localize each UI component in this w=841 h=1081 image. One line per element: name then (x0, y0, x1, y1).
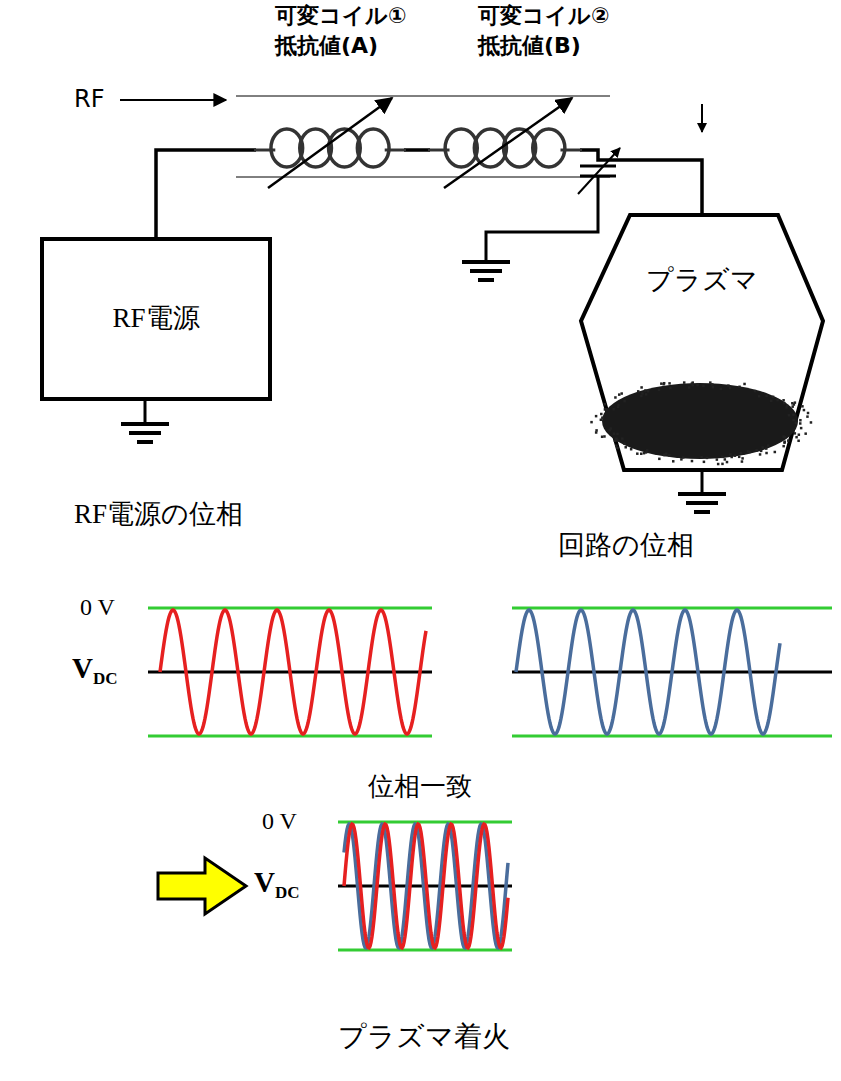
ground-symbol (678, 494, 726, 512)
coil-winding (357, 129, 389, 167)
waveforms (160, 610, 780, 948)
axis-label: V (254, 867, 275, 899)
shield-line (236, 96, 610, 97)
graph-title: 回路の位相 (558, 530, 694, 560)
axis-label: 0 V (80, 594, 115, 620)
coil-winding (533, 129, 565, 167)
chamber-outline (578, 213, 826, 472)
sine-wave (344, 824, 508, 948)
axis-subscript: DC (93, 670, 118, 689)
coil-winding (329, 129, 361, 167)
graph-title: RF電源の位相 (74, 500, 243, 530)
axis-label: V (72, 653, 93, 685)
flow-arrow (701, 104, 703, 132)
coil-winding (271, 129, 303, 167)
axis-label: 0 V (262, 808, 297, 834)
ground-symbol (462, 262, 510, 280)
ground-lead (701, 470, 704, 494)
variable-coil (428, 129, 582, 167)
powder-pile (602, 383, 798, 459)
rf-wire (156, 150, 702, 237)
ground-lead (144, 400, 147, 424)
variable-arrow (444, 98, 572, 188)
capacitor-plate (580, 165, 616, 168)
power-supply-box: RF電源 (40, 237, 272, 401)
part-name: 可変コイル② (478, 4, 610, 28)
capacitor-lead (486, 176, 598, 262)
part-name: 可変コイル① (275, 4, 407, 28)
rf-arrow (120, 99, 226, 101)
ground-symbol (121, 424, 169, 442)
axis-subscript: DC (275, 884, 300, 903)
shield-line (236, 177, 610, 178)
graph-title: 位相一致 (368, 772, 472, 801)
result-arrow (158, 858, 246, 914)
variable-coil (254, 129, 406, 167)
sine-wave (344, 824, 508, 948)
coil-winding (445, 129, 477, 167)
sine-wave (516, 610, 780, 734)
part-value: 抵抗値(A) (275, 34, 378, 58)
plasma-chamber: プラズマ (578, 213, 826, 472)
node-label: RF電源 (112, 304, 199, 334)
node-label: プラズマ (646, 265, 758, 295)
waveform-frame (148, 608, 832, 950)
caption-note: プラズマ着火 (338, 1022, 510, 1053)
variable-arrow (268, 98, 392, 188)
signal-name: RF (74, 86, 104, 112)
sine-wave (160, 610, 426, 734)
part-value: 抵抗値(B) (478, 34, 581, 58)
